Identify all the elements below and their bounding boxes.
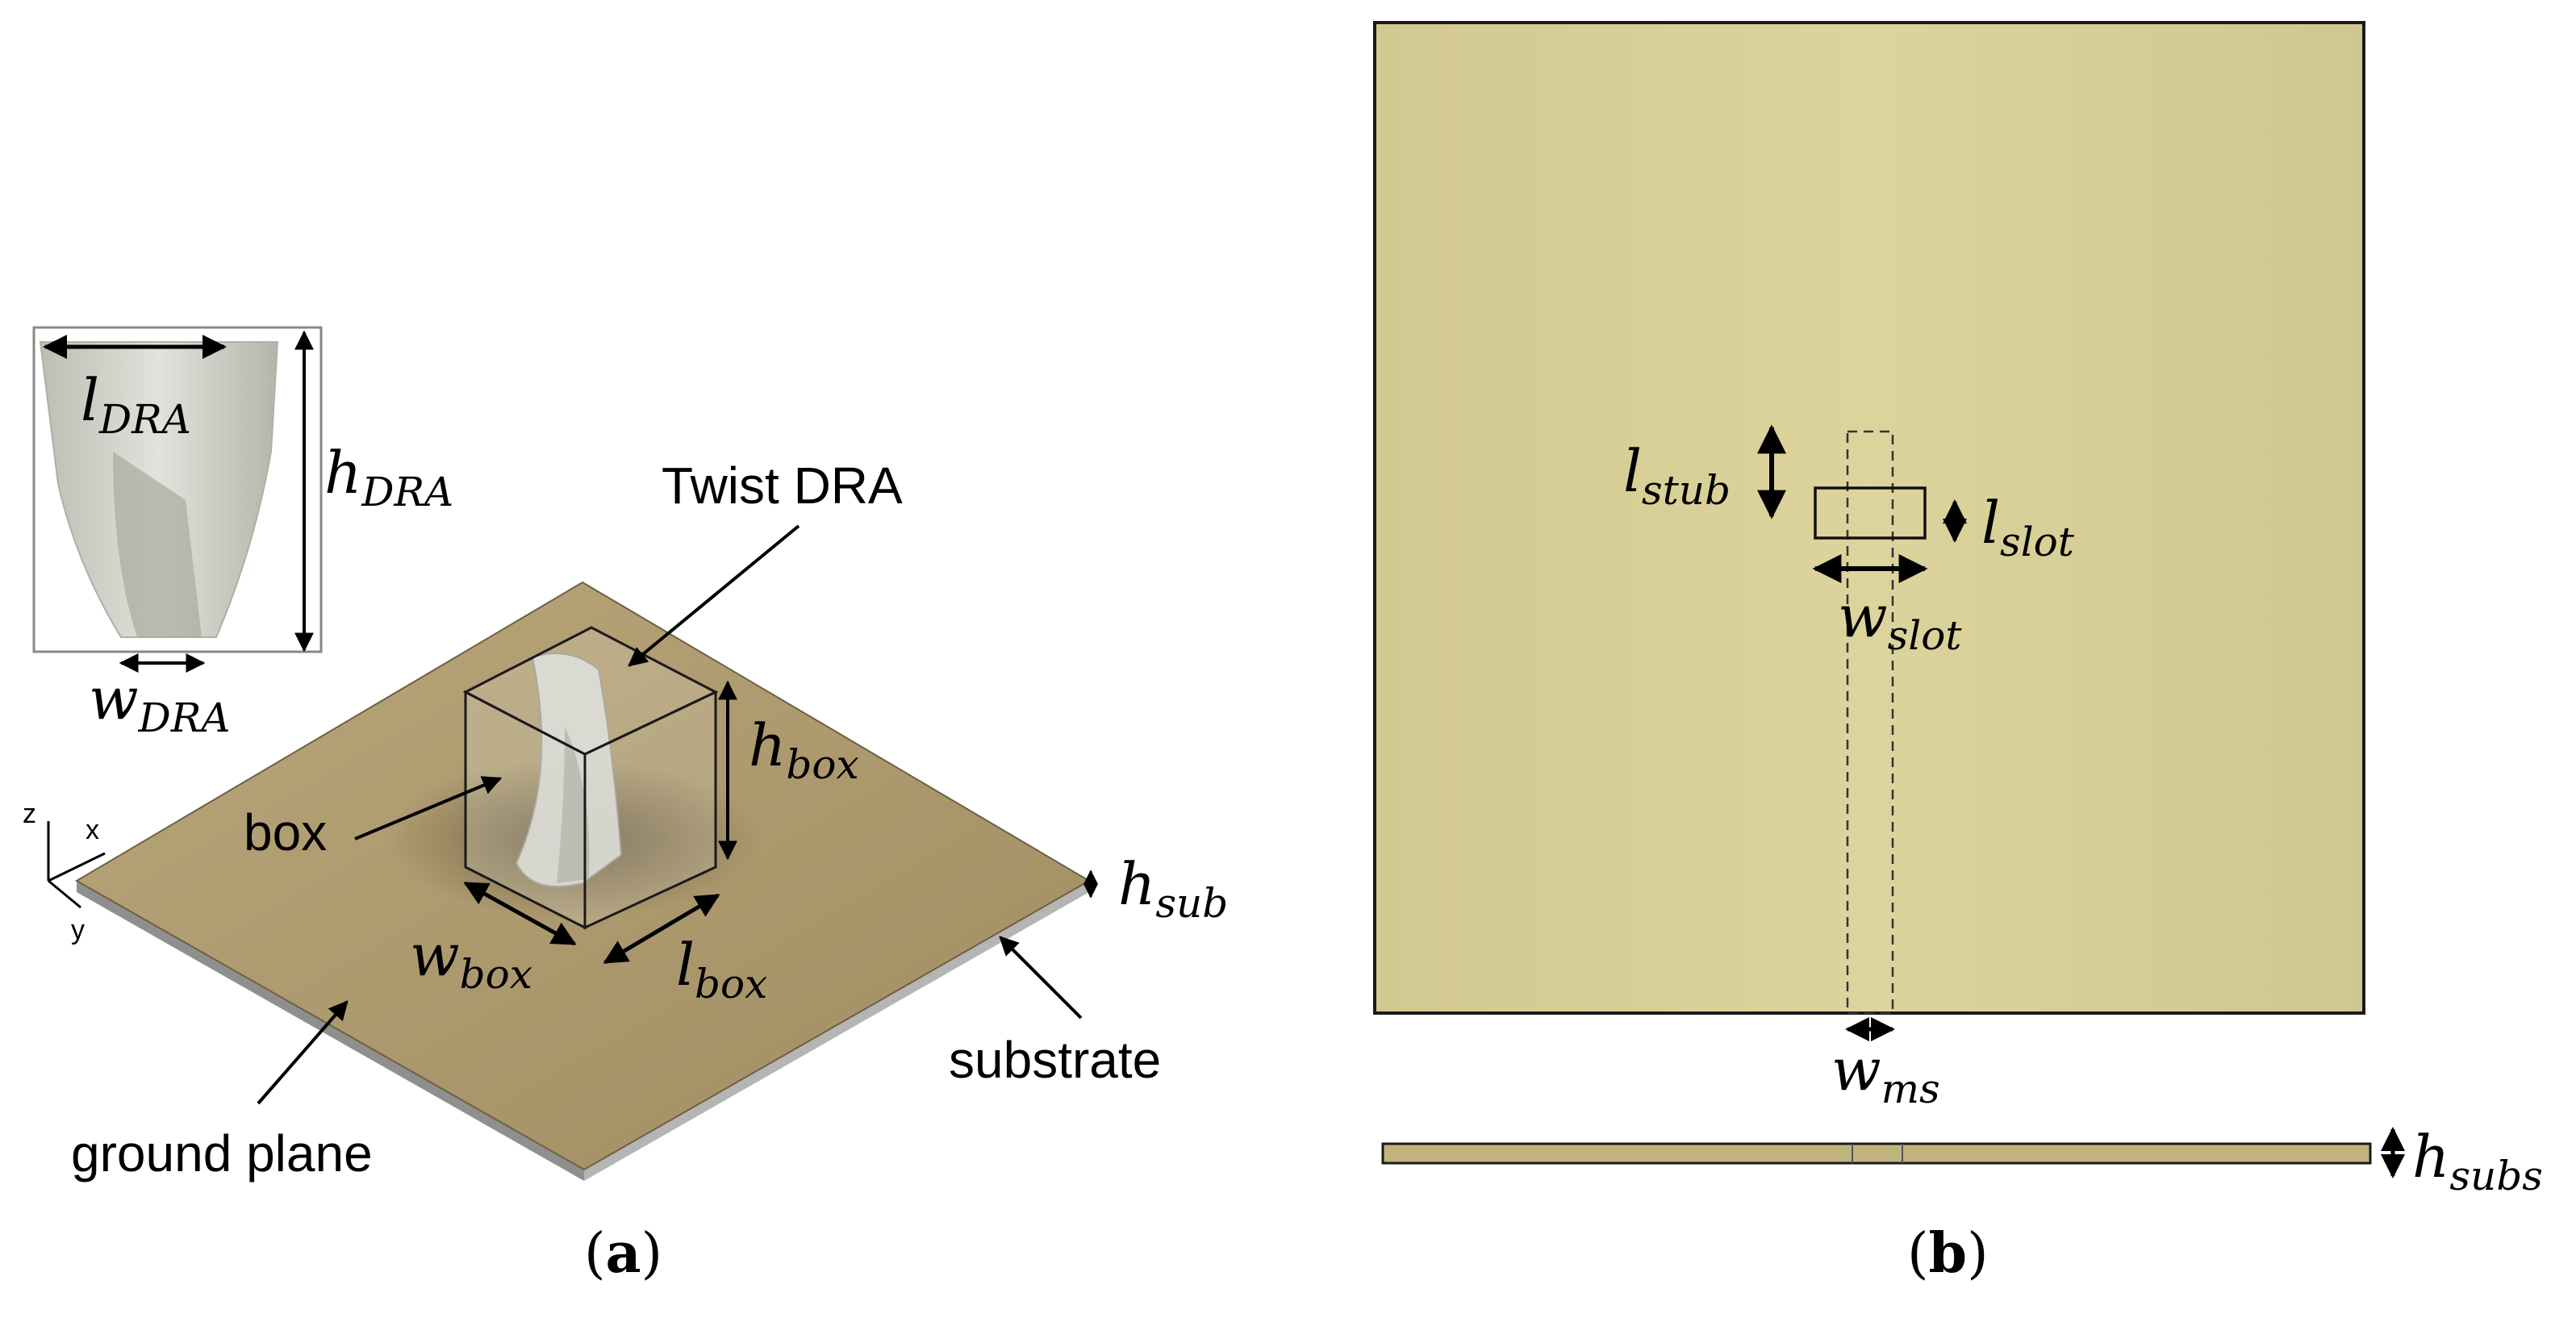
l-dra-label: lDRA [81, 366, 191, 443]
twist-dra-facet [557, 726, 590, 883]
x-axis-label: x [86, 815, 99, 845]
caption-a: (a) [584, 1221, 663, 1286]
substrate-edge-left [77, 881, 584, 1181]
box-leader [354, 776, 503, 840]
h-sub-label: hsub [1118, 850, 1229, 927]
w-box-label: wbox [410, 921, 532, 998]
box-3d [462, 626, 737, 965]
panel-b [1373, 21, 2405, 1178]
h-dra-label: hDRA [324, 439, 454, 515]
substrate-leader [999, 936, 1083, 1020]
l-slot-label: lslot [1981, 489, 2074, 565]
w-slot-label: wslot [1838, 582, 1962, 659]
substrate-top-view [1373, 21, 2365, 1015]
box-face-top [462, 626, 719, 756]
ground-plane-label: ground plane [71, 1124, 373, 1182]
substrate-label: substrate [949, 1031, 1162, 1089]
substrate-side-view [1381, 1142, 2372, 1165]
w-box-arrow [463, 881, 577, 946]
dra-twist-facet [113, 452, 202, 637]
l-stub-label: lstub [1623, 437, 1731, 514]
z-axis-label: z [23, 799, 36, 829]
w-dra-label: wDRA [89, 665, 231, 741]
coordinate-axes [47, 821, 106, 909]
twist-dra-label: Twist DRA [662, 457, 903, 515]
h-box-label: hbox [749, 711, 859, 788]
twist-dra-leader [628, 524, 800, 667]
w-ms-label: wms [1831, 1036, 1940, 1112]
h-subs-label: hsubs [2412, 1123, 2543, 1199]
panel-a [32, 326, 1098, 1181]
x-axis-line [48, 852, 106, 882]
microstrip-feed-line [1846, 430, 1894, 1015]
y-axis-label: y [71, 915, 85, 945]
y-axis-line [48, 879, 81, 909]
l-box-label: lbox [676, 931, 768, 1007]
dra-inset [32, 326, 323, 673]
box-label: box [244, 803, 328, 861]
caption-b: (b) [1907, 1221, 1989, 1286]
l-box-arrow [603, 893, 720, 965]
substrate-edge-right [584, 881, 1089, 1181]
slot-outline [1814, 486, 1927, 540]
ground-plane-leader [257, 1000, 349, 1105]
